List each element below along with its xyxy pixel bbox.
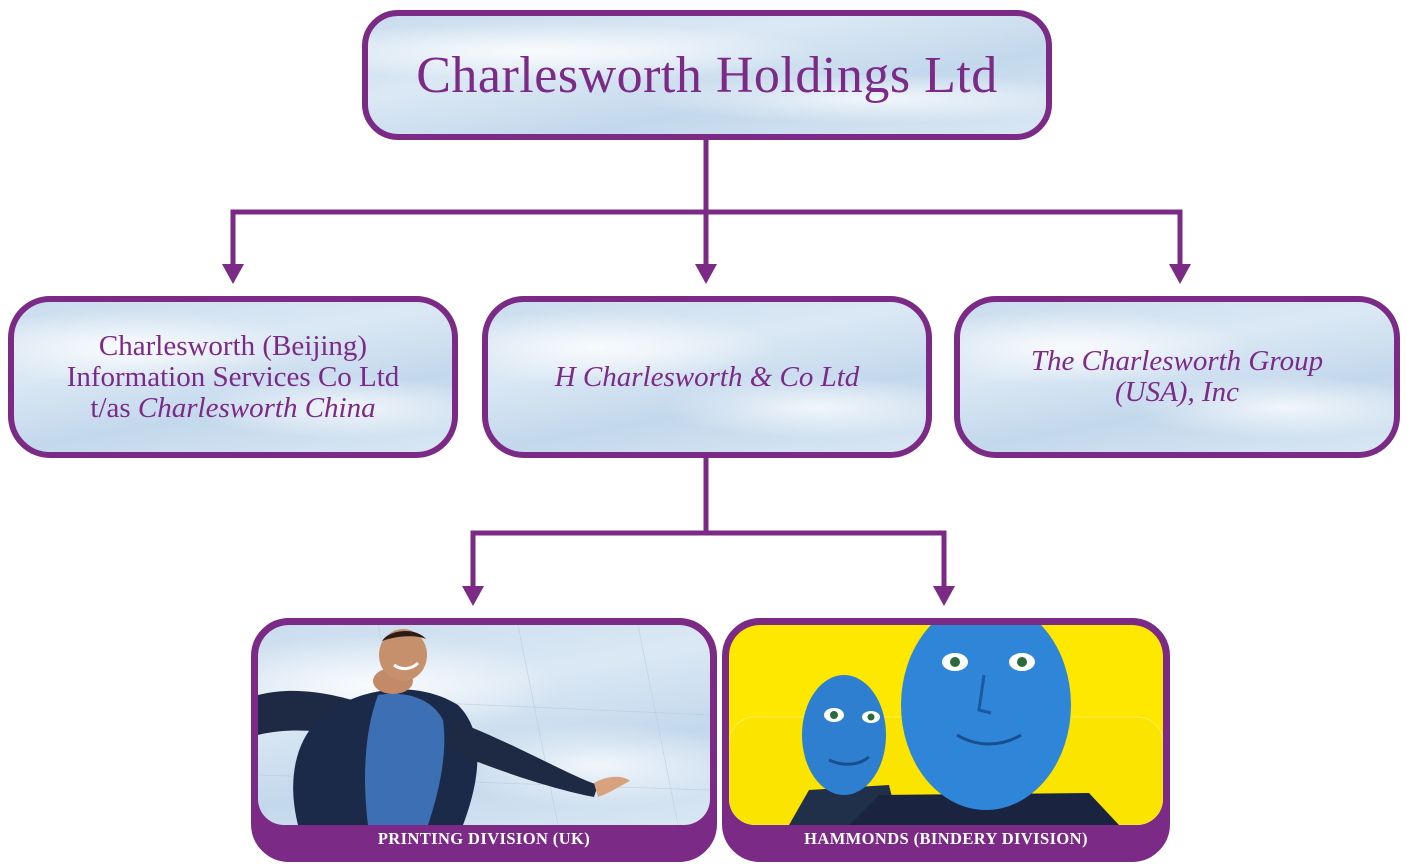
usa-line-2: (USA), Inc <box>1114 376 1239 408</box>
businessman-illustration <box>258 625 710 825</box>
holding-company-name: Charlesworth Holdings Ltd <box>416 46 998 104</box>
uk-subsidiary-name: H Charlesworth & Co Ltd <box>554 360 860 393</box>
usa-subsidiary-box: The Charlesworth Group (USA), Inc <box>954 296 1400 458</box>
uk-subsidiary-box: H Charlesworth & Co Ltd <box>482 296 932 458</box>
bindery-division-photo <box>729 625 1163 825</box>
beijing-line-2: Information Services Co Ltd <box>66 360 400 393</box>
holding-company-box: Charlesworth Holdings Ltd <box>362 10 1052 140</box>
usa-line-1: The Charlesworth Group <box>1030 345 1324 377</box>
beijing-subsidiary-box: Charlesworth (Beijing) Information Servi… <box>8 296 458 458</box>
beijing-line-3: t/as Charlesworth China <box>67 391 400 424</box>
beijing-line-1: Charlesworth (Beijing) <box>98 329 368 362</box>
bindery-division-caption: HAMMONDS (BINDERY DIVISION) <box>804 829 1088 848</box>
blue-men-illustration <box>729 625 1163 825</box>
bindery-division-card: HAMMONDS (BINDERY DIVISION) <box>722 618 1170 862</box>
printing-division-photo <box>258 625 710 825</box>
beijing-subsidiary-label: Charlesworth (Beijing) Information Servi… <box>66 329 400 424</box>
printing-division-card: PRINTING DIVISION (UK) <box>251 618 717 862</box>
beijing-trading-name: Charlesworth China <box>137 391 376 424</box>
beijing-trading-as: t/as <box>90 391 138 424</box>
printing-division-caption: PRINTING DIVISION (UK) <box>377 829 591 848</box>
usa-subsidiary-label: The Charlesworth Group (USA), Inc <box>1031 346 1323 408</box>
